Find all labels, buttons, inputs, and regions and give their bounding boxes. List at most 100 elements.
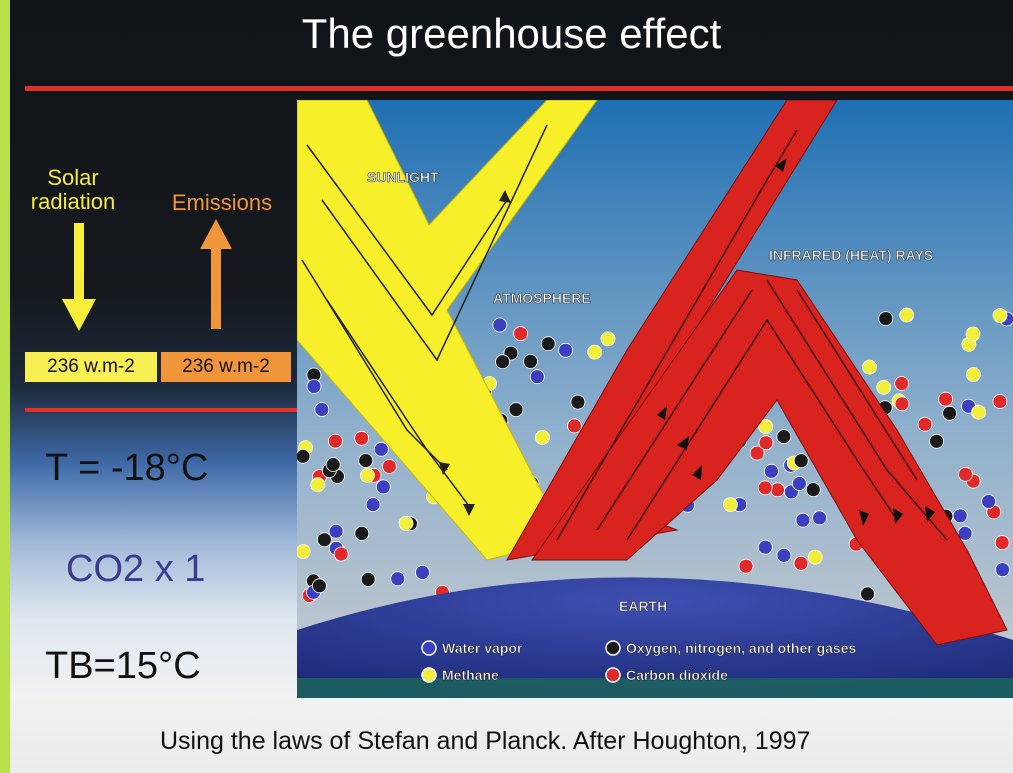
- molecule: [492, 317, 508, 333]
- molecule: [929, 433, 944, 449]
- molecule: [807, 549, 823, 565]
- methane-swatch-icon: [421, 667, 437, 683]
- molecule: [523, 353, 538, 369]
- molecule: [360, 571, 376, 587]
- molecule: [981, 494, 996, 509]
- emissions-label: Emissions: [171, 190, 273, 215]
- molecule: [567, 418, 582, 434]
- molecule: [878, 311, 894, 327]
- molecule: [776, 547, 792, 563]
- molecule: [360, 467, 375, 483]
- legend: Water vapor Methane Oxygen, nitrogen, an…: [421, 640, 857, 683]
- molecule: [995, 562, 1010, 578]
- molecule: [942, 405, 957, 421]
- molecule: [306, 378, 322, 394]
- co2-label: CO2 x 1: [66, 548, 206, 590]
- molecule: [328, 433, 343, 449]
- molecule: [365, 497, 381, 513]
- molecule: [992, 394, 1008, 409]
- molecule: [965, 326, 981, 342]
- molecule: [763, 463, 779, 479]
- molecule: [587, 344, 603, 360]
- molecule: [876, 379, 892, 395]
- molecule: [382, 458, 397, 474]
- co2-swatch-icon: [605, 667, 621, 683]
- infrared-beam: [506, 100, 1008, 646]
- molecule: [757, 480, 773, 496]
- molecule: [758, 419, 774, 435]
- molecule: [758, 435, 774, 451]
- molecule: [415, 564, 430, 580]
- molecule: [600, 331, 616, 347]
- molecule: [297, 448, 311, 464]
- molecule: [328, 523, 344, 539]
- molecule: [749, 445, 765, 461]
- legend-item-water-vapor: Water vapor: [421, 640, 523, 656]
- molecule: [375, 479, 391, 495]
- molecule: [860, 586, 875, 602]
- molecule: [812, 510, 827, 526]
- molecule: [534, 429, 550, 445]
- molecule: [310, 477, 326, 493]
- infrared-label: INFRARED (HEAT) RAYS: [769, 247, 933, 263]
- legend-item-co2: Carbon dioxide: [605, 667, 728, 683]
- sunlight-label: SUNLIGHT: [367, 169, 439, 185]
- molecule: [917, 416, 933, 432]
- ground-strip: [297, 678, 1013, 698]
- title-rule: [25, 86, 1013, 91]
- molecule: [966, 367, 981, 382]
- molecule: [513, 326, 529, 342]
- molecule: [333, 546, 349, 562]
- molecule: [570, 394, 586, 410]
- legend-item-methane: Methane: [421, 667, 499, 683]
- molecule: [311, 578, 327, 594]
- molecule: [938, 391, 953, 407]
- molecule: [738, 558, 754, 574]
- molecule: [529, 369, 545, 385]
- molecule: [805, 482, 821, 498]
- molecule: [373, 441, 389, 457]
- molecule: [994, 535, 1010, 551]
- molecule: [558, 342, 574, 358]
- molecule: [793, 555, 809, 571]
- molecule: [325, 457, 341, 472]
- molecule: [722, 497, 738, 513]
- legend-item-oxygen: Oxygen, nitrogen, and other gases: [605, 640, 857, 656]
- legend-oxygen: Oxygen, nitrogen, and other gases: [626, 640, 856, 656]
- earth-surface: [297, 577, 1013, 698]
- molecule: [770, 482, 785, 498]
- up-arrow-icon: [200, 219, 232, 329]
- legend-methane: Methane: [442, 667, 499, 683]
- molecule: [793, 453, 809, 469]
- molecule: [862, 359, 877, 375]
- molecule: [354, 525, 370, 541]
- legend-water-vapor: Water vapor: [442, 640, 523, 656]
- molecule: [971, 404, 986, 420]
- slide: The greenhouse effect Solar radiation Em…: [10, 0, 1013, 773]
- molecule: [958, 466, 973, 482]
- sunlight-beam: [297, 100, 598, 561]
- molecule: [791, 476, 807, 491]
- divider-rule: [25, 408, 297, 412]
- down-arrow-icon: [62, 223, 96, 331]
- molecule: [795, 512, 811, 528]
- caption: Using the laws of Stefan and Planck. Aft…: [160, 727, 811, 755]
- molecule: [508, 402, 524, 418]
- molecule: [358, 453, 374, 468]
- molecule: [992, 308, 1008, 323]
- molecule: [495, 354, 511, 370]
- molecule: [952, 508, 968, 524]
- greenhouse-diagram: SUNLIGHT INFRARED (HEAT) RAYS ATMOSPHERE…: [297, 100, 1013, 698]
- solar-radiation-label: Solar radiation: [30, 165, 116, 214]
- molecule: [316, 532, 332, 548]
- earth-label: EARTH: [619, 598, 667, 614]
- oxygen-swatch-icon: [605, 640, 621, 656]
- emissions-value-box: 236 w.m-2: [161, 352, 291, 382]
- molecule: [297, 544, 311, 559]
- molecule: [398, 515, 414, 531]
- molecule: [776, 429, 792, 445]
- molecule: [899, 307, 915, 323]
- tb-label: TB=15°C: [45, 645, 201, 687]
- slide-title: The greenhouse effect: [301, 10, 722, 57]
- molecule: [757, 539, 773, 555]
